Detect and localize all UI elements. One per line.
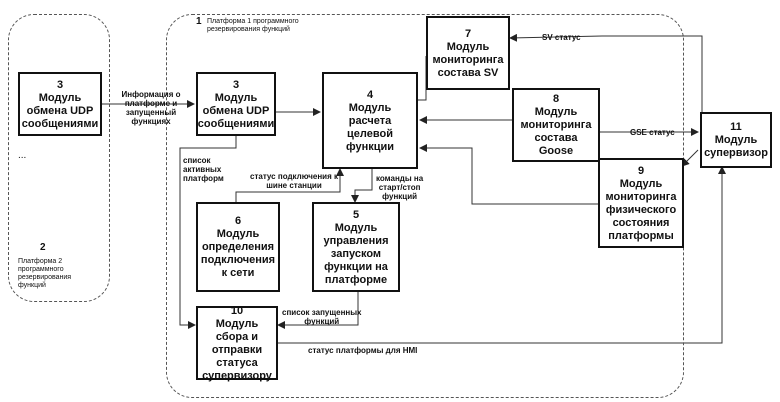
module-title: Модуль обмена UDP сообщениями	[198, 92, 274, 131]
module-number: 8	[553, 92, 559, 106]
supervisor-physmon-arrow	[682, 150, 698, 166]
platform-2-label: Платформа 2 программного резервирования …	[18, 258, 71, 290]
platform-2-ellipsis: ...	[18, 150, 26, 161]
module-number: 7	[465, 27, 471, 41]
module-title: Модуль определения подключения к сети	[201, 228, 275, 280]
platform-1-label: Платформа 1 программного резервирования …	[207, 18, 299, 34]
label-info-exchange: Информация о платформе и запущенный функ…	[110, 90, 192, 126]
module-title: Модуль мониторинга состава Goose	[516, 106, 596, 158]
module-title: Модуль мониторинга физического состояния…	[606, 178, 677, 243]
module-number: 5	[353, 208, 359, 222]
module-physical-monitoring: 9 Модуль мониторинга физического состоян…	[598, 158, 684, 248]
module-title: Модуль сбора и отправки статуса супервиз…	[200, 318, 274, 383]
module-network-detection: 6 Модуль определения подключения к сети	[196, 202, 280, 292]
module-number: 9	[638, 164, 644, 178]
module-title: Модуль обмена UDP сообщениями	[22, 92, 98, 131]
module-target-function-calc: 4 Модуль расчета целевой функции	[322, 72, 418, 169]
module-number: 11	[730, 120, 742, 134]
label-gse-status: GSE статус	[630, 128, 675, 137]
module-supervisor: 11 Модуль супервизор	[700, 112, 772, 168]
module-title: Модуль управления запуском функции на пл…	[323, 222, 388, 287]
module-launch-manager: 5 Модуль управления запуском функции на …	[312, 202, 400, 292]
module-number: 6	[235, 214, 241, 228]
label-active-platforms: список активных платформ	[183, 156, 224, 183]
module-title: Модуль мониторинга состава SV	[433, 41, 504, 80]
label-commands: команды на старт/стоп функций	[376, 174, 423, 201]
label-sv-status: SV статус	[542, 33, 581, 42]
label-bus-status: статус подключения к шине станции	[250, 172, 338, 190]
platform-2-number: 2	[40, 242, 46, 253]
module-title: Модуль супервизор	[704, 134, 768, 160]
module-number: 4	[367, 88, 373, 102]
module-number: 3	[57, 78, 63, 92]
module-sv-monitoring: 7 Модуль мониторинга состава SV	[426, 16, 510, 90]
module-udp-exchange: 3 Модуль обмена UDP сообщениями	[196, 72, 276, 136]
module-number: 3	[233, 78, 239, 92]
module-title: Модуль расчета целевой функции	[326, 102, 414, 154]
module-udp-exchange-external: 3 Модуль обмена UDP сообщениями	[18, 72, 102, 136]
module-status-collector: 10 Модуль сбора и отправки статуса супер…	[196, 306, 278, 380]
label-hmi-status: статус платформы для HMI	[308, 346, 417, 355]
platform-1-number: 1	[196, 16, 202, 27]
module-number: 10	[231, 304, 243, 318]
label-launched-functions: список запущенных функций	[282, 308, 362, 326]
module-goose-monitoring: 8 Модуль мониторинга состава Goose	[512, 88, 600, 162]
